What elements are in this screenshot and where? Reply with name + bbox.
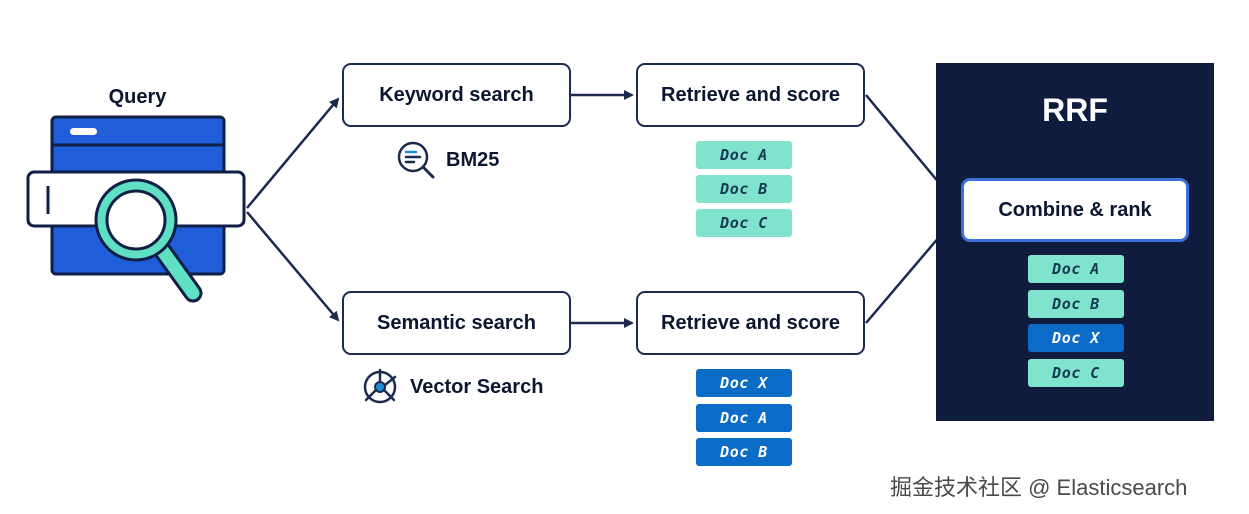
rrf-title: RRF	[1042, 92, 1108, 128]
doc-chip-rrf-4: Doc C	[1028, 359, 1124, 387]
bm25-magnifier-icon	[397, 141, 435, 179]
doc-chip-rrf-2: Doc B	[1028, 290, 1124, 318]
doc-chip-rrf-3: Doc X	[1028, 324, 1124, 352]
semantic-search-box: Semantic search	[342, 291, 571, 355]
bm25-label-group: BM25	[396, 140, 499, 180]
line-retrieve-top-to-rrf	[865, 94, 941, 185]
combine-rank-box: Combine & rank	[961, 178, 1189, 242]
retrieve-score-box-top: Retrieve and score	[636, 63, 865, 127]
doc-chip-bottom-2: Doc A	[696, 404, 792, 432]
line-retrieve-bottom-to-rrf	[865, 235, 941, 324]
retrieve-score-box-bottom: Retrieve and score	[636, 291, 865, 355]
query-label: Query	[108, 86, 167, 108]
vector-search-label-group: Vector Search	[360, 367, 543, 407]
doc-chip-top-3: Doc C	[696, 209, 792, 237]
doc-chip-bottom-3: Doc B	[696, 438, 792, 466]
bm25-label: BM25	[446, 148, 500, 171]
arrow-query-to-semantic	[246, 211, 340, 322]
vector-search-label: Vector Search	[410, 375, 544, 398]
arrow-query-to-keyword	[246, 97, 340, 209]
doc-chip-bottom-1: Doc X	[696, 369, 792, 397]
vector-target-icon	[363, 368, 397, 404]
doc-chip-top-2: Doc B	[696, 175, 792, 203]
doc-chip-rrf-1: Doc A	[1028, 255, 1124, 283]
keyword-search-box: Keyword search	[342, 63, 571, 127]
doc-chip-top-1: Doc A	[696, 141, 792, 169]
watermark-text: 掘金技术社区 @ Elasticsearch	[890, 475, 1188, 500]
